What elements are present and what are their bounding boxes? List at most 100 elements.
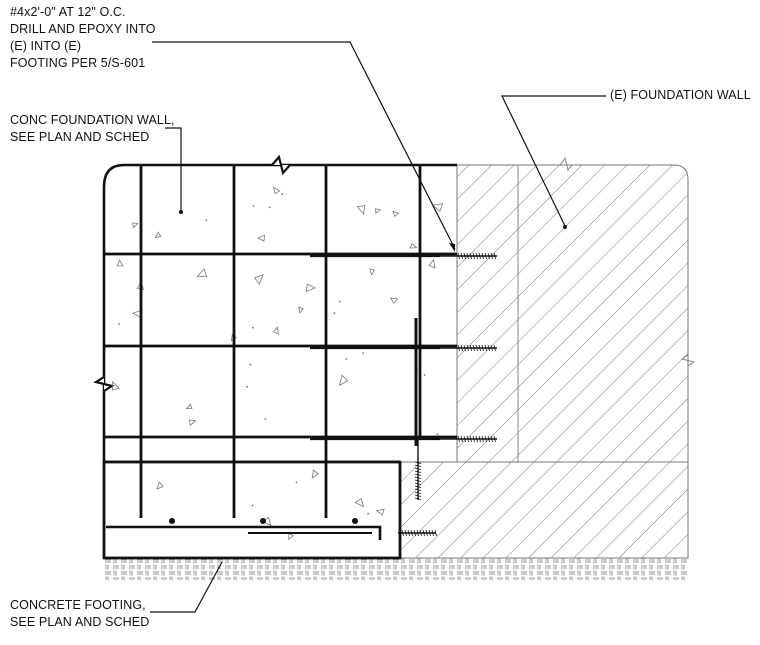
epoxy-note-line-4: FOOTING PER 5/S-601 bbox=[10, 56, 146, 70]
rod-thread bbox=[463, 252, 466, 260]
horizontal-rebar bbox=[104, 252, 457, 439]
aggregate-mark bbox=[154, 231, 162, 239]
concrete-aggregate bbox=[111, 186, 444, 541]
rod-thread bbox=[469, 435, 472, 443]
aggregate-mark bbox=[305, 283, 316, 293]
aggregate-mark bbox=[311, 469, 319, 479]
rod-thread bbox=[466, 252, 469, 260]
leader-lines bbox=[150, 41, 606, 613]
aggregate-mark bbox=[111, 380, 120, 391]
rod-thread bbox=[410, 529, 413, 537]
aggregate-dot bbox=[205, 219, 208, 222]
aggregate-mark bbox=[196, 268, 208, 277]
aggregate-mark bbox=[185, 403, 193, 410]
rod-thread bbox=[481, 435, 484, 443]
rod-thread bbox=[472, 252, 475, 260]
aggregate-dot bbox=[295, 481, 298, 484]
rod-thread bbox=[478, 252, 481, 260]
existing-wall-break-right bbox=[680, 354, 696, 367]
aggregate-dot bbox=[252, 205, 255, 207]
rod-thread bbox=[493, 344, 496, 352]
aggregate-dot bbox=[252, 326, 254, 329]
aggregate-mark bbox=[131, 222, 139, 229]
rod-thread bbox=[414, 464, 422, 467]
aggregate-mark bbox=[256, 234, 266, 242]
rod-thread bbox=[414, 497, 422, 500]
aggregate-dot bbox=[268, 206, 271, 209]
rod-thread bbox=[475, 344, 478, 352]
aggregate-dot bbox=[333, 312, 336, 315]
aggregate-mark bbox=[188, 419, 197, 427]
rod-thread bbox=[481, 344, 484, 352]
aggregate-dot bbox=[362, 352, 364, 355]
aggregate-dot bbox=[249, 363, 252, 366]
conc-wall-note: CONC FOUNDATION WALL, SEE PLAN AND SCHED bbox=[10, 112, 175, 146]
wall-break-top bbox=[271, 154, 291, 176]
footing-note: CONCRETE FOOTING, SEE PLAN AND SCHED bbox=[10, 597, 149, 631]
wall-break-left bbox=[93, 376, 115, 392]
aggregate-mark bbox=[431, 203, 444, 212]
aggregate-mark bbox=[253, 274, 264, 285]
rod-thread bbox=[490, 435, 493, 443]
rod-thread bbox=[469, 252, 472, 260]
footing-note-line-2: SEE PLAN AND SCHED bbox=[10, 615, 150, 629]
epoxy-note-line-3: (E) INTO (E) bbox=[10, 39, 82, 53]
rod-thread bbox=[401, 529, 404, 537]
aggregate-mark bbox=[375, 208, 382, 214]
rod-thread bbox=[460, 435, 463, 443]
aggregate-dot bbox=[338, 300, 341, 303]
rod-thread bbox=[457, 344, 460, 352]
rod-thread bbox=[414, 482, 422, 485]
rod-thread bbox=[457, 252, 460, 260]
rod-thread bbox=[431, 529, 434, 537]
aggregate-dot bbox=[264, 418, 267, 420]
aggregate-mark bbox=[428, 258, 436, 269]
footing-cover bbox=[106, 464, 398, 556]
rod-thread bbox=[419, 529, 422, 537]
rod-thread bbox=[404, 529, 407, 537]
existing-wall-note-line-1: (E) FOUNDATION WALL bbox=[610, 88, 751, 102]
aggregate-mark bbox=[375, 508, 385, 516]
rod-thread bbox=[414, 461, 422, 464]
aggregate-mark bbox=[354, 497, 365, 508]
rod-thread bbox=[490, 344, 493, 352]
rod-thread bbox=[487, 252, 490, 260]
rod-thread bbox=[475, 252, 478, 260]
aggregate-mark bbox=[369, 268, 376, 276]
aggregate-dot bbox=[436, 433, 439, 436]
vertical-rebar bbox=[139, 165, 422, 518]
rod-thread bbox=[414, 467, 422, 470]
leader-arrowheads bbox=[179, 210, 567, 252]
existing-wall-note: (E) FOUNDATION WALL bbox=[610, 87, 751, 104]
footing-longitudinal-bars bbox=[169, 518, 358, 524]
footing-top-bar bbox=[106, 525, 382, 540]
threaded-rod-embedments bbox=[440, 252, 497, 443]
rod-thread bbox=[478, 344, 481, 352]
rod-thread bbox=[463, 344, 466, 352]
aggregate-dot bbox=[367, 512, 369, 515]
rod-thread bbox=[493, 435, 496, 443]
rod-thread bbox=[425, 529, 428, 537]
aggregate-mark bbox=[116, 259, 124, 267]
rod-thread bbox=[434, 529, 437, 537]
aggregate-mark bbox=[338, 374, 349, 386]
rod-thread bbox=[414, 491, 422, 494]
aggregate-mark bbox=[298, 306, 304, 314]
rod-thread bbox=[414, 473, 422, 476]
aggregate-dot bbox=[251, 504, 254, 507]
footing-note-line-1: CONCRETE FOOTING, bbox=[10, 598, 146, 612]
aggregate-dot bbox=[281, 193, 283, 196]
conc-wall-note-line-1: CONC FOUNDATION WALL, bbox=[10, 113, 175, 127]
leader-conc-wall bbox=[165, 127, 182, 212]
rod-thread bbox=[416, 529, 419, 537]
conc-wall-note-line-2: SEE PLAN AND SCHED bbox=[10, 130, 150, 144]
leader-footing bbox=[150, 561, 223, 613]
rod-thread bbox=[472, 344, 475, 352]
rod-thread bbox=[484, 344, 487, 352]
aggregate-mark bbox=[392, 210, 400, 217]
rod-thread bbox=[487, 435, 490, 443]
rod-thread bbox=[478, 435, 481, 443]
rod-thread bbox=[469, 344, 472, 352]
